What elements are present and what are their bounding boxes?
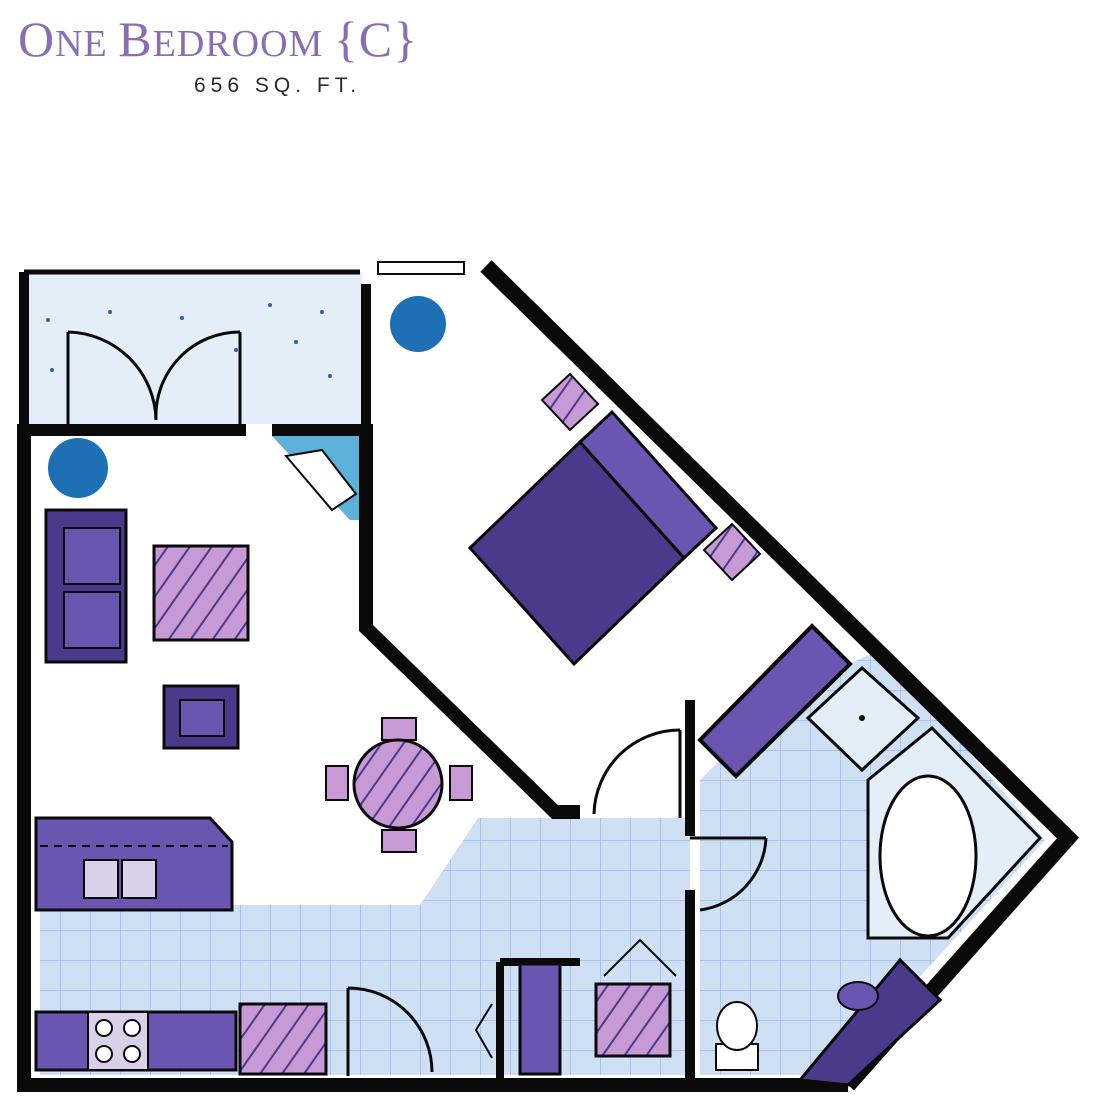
title-part: O [18,11,56,67]
toilet [715,1001,759,1071]
storage-unit [594,982,672,1058]
plant [390,296,446,352]
square-footage: 656 SQ. FT. [194,74,362,97]
plant [48,438,108,498]
coffee-table [152,544,250,642]
entry-door [346,986,434,1076]
balcony-doors [66,330,242,424]
shower [805,665,921,773]
dresser [697,623,853,779]
stove [34,1010,238,1072]
closet-door [474,1003,493,1059]
armchair [162,684,240,750]
title-part: {C} [333,11,419,67]
sofa [44,508,128,664]
bedroom-window [377,261,465,275]
closet-shelf [284,448,358,512]
balcony-dots [46,303,332,378]
refrigerator [238,1002,328,1076]
bed [467,372,762,667]
walls [17,260,1080,1092]
bath-door [690,836,768,912]
bedroom-door [592,728,682,818]
washer [518,962,562,1076]
plan-title: ONE BEDROOM {C} [18,10,418,68]
closet-door [603,938,677,977]
bathtub [866,725,1043,940]
title-part: NE [55,23,119,65]
title-part: B [118,11,153,67]
vanity [797,957,943,1087]
kitchen-counter [34,816,234,912]
title-part: EDROOM [152,23,334,65]
dining-table [325,717,473,853]
